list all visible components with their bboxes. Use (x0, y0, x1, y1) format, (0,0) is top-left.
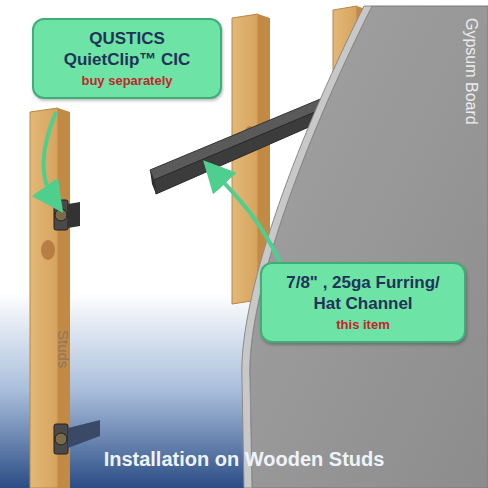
quietclip (54, 200, 80, 230)
board-label: Gypsum Board (462, 18, 480, 125)
leader-arrow (44, 112, 56, 200)
callout-title: QUSTICS QuietClip™ CIC (46, 28, 208, 71)
caption: Installation on Wooden Studs (0, 448, 488, 471)
callout-note: this item (274, 317, 452, 334)
quietclip (54, 420, 100, 454)
leader-arrow (214, 172, 280, 262)
callout-box: 7/8" , 25ga Furring/ Hat Channel this ite… (260, 262, 466, 343)
stud-label: Studs (55, 330, 72, 368)
board-edge (242, 6, 372, 488)
gypsum-board (250, 6, 488, 488)
callout-box: QUSTICS QuietClip™ CIC buy separately (32, 18, 222, 99)
callout-title: 7/8" , 25ga Furring/ Hat Channel (274, 272, 452, 315)
callout-note: buy separately (46, 73, 208, 90)
